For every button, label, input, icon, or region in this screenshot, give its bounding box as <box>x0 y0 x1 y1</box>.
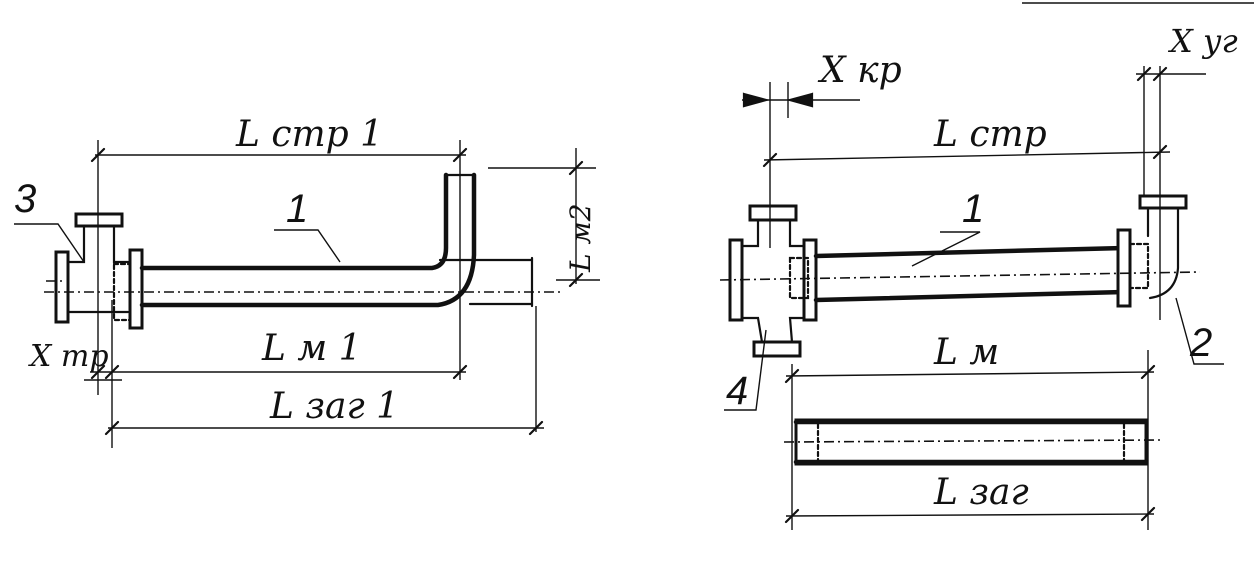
left-figure: L стр 1 L м 1 L заг 1 L м2 X тр 1 3 <box>14 114 600 448</box>
label-lstr: L стр <box>933 114 1047 155</box>
label-lzag1: L заг 1 <box>269 386 399 427</box>
callout-number: 1 <box>962 187 984 231</box>
callout-4-right: 4 <box>724 329 767 413</box>
label-xug: X уг <box>1167 22 1238 60</box>
cross-fitting <box>728 204 818 358</box>
label-lm: L м <box>933 332 999 373</box>
label-lzag: L заг <box>933 472 1029 513</box>
right-figure: X кр X уг L стр L м L заг 1 2 4 <box>719 22 1238 530</box>
callout-number: 1 <box>286 187 308 231</box>
label-lm2: L м2 <box>564 203 597 273</box>
callout-2-right: 2 <box>1175 297 1224 365</box>
callout-number: 4 <box>726 369 748 413</box>
pipe-blank <box>783 418 1161 466</box>
label-xtr: X тр <box>28 339 109 374</box>
right-pipe <box>719 228 1201 308</box>
label-lm1: L м 1 <box>261 328 362 369</box>
callout-3-left: 3 <box>14 177 85 263</box>
left-pipe <box>44 172 560 308</box>
left-dimensions <box>84 140 600 448</box>
tee-fitting <box>54 212 144 330</box>
callout-1-left: 1 <box>274 187 341 263</box>
label-xkr: X кр <box>817 50 902 91</box>
callout-number: 3 <box>14 177 36 221</box>
label-lstr1: L стр 1 <box>235 114 383 155</box>
elbow-fitting <box>1138 194 1188 300</box>
right-dimensions <box>742 66 1206 530</box>
callout-1-right: 1 <box>911 187 984 267</box>
callout-number: 2 <box>1189 321 1212 365</box>
